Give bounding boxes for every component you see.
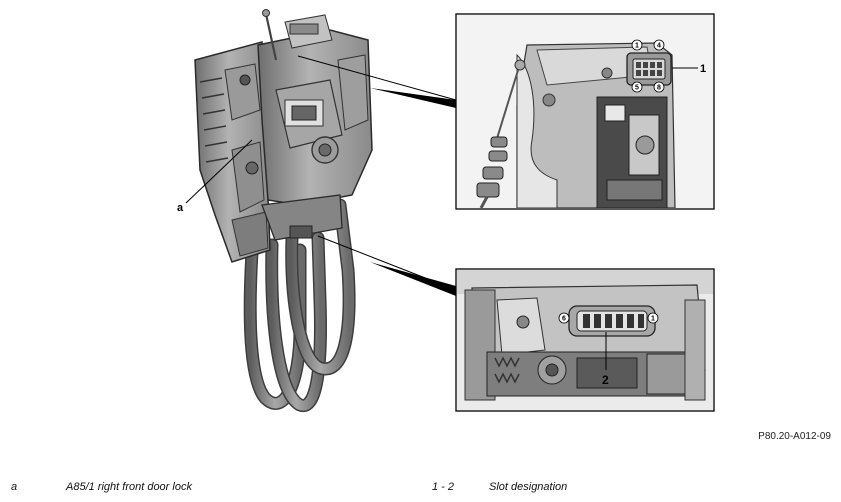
legend-key-a: a bbox=[11, 481, 18, 493]
callout-1-label: 1 bbox=[700, 63, 706, 75]
cable-loops bbox=[243, 198, 356, 412]
callout-a-label: a bbox=[177, 202, 184, 214]
pin-label-6: 6 bbox=[562, 316, 566, 323]
pin-labels-top: 1 4 5 8 bbox=[631, 39, 665, 93]
lock-housing-left bbox=[194, 41, 271, 263]
legend-key-slots: 1 - 2 bbox=[432, 481, 455, 493]
legend-text-a: A85/1 right front door lock bbox=[66, 481, 192, 493]
pin-label-4: 4 bbox=[657, 43, 661, 50]
pin-label-8: 8 bbox=[657, 85, 661, 92]
callout-a: a bbox=[177, 139, 253, 214]
legend-text-slots: Slot designation bbox=[489, 481, 568, 493]
detail-view-bottom: 6 1 2 bbox=[455, 268, 715, 412]
pin-label-1-bottom: 1 bbox=[651, 316, 655, 323]
zoom-leader-lines bbox=[297, 55, 457, 296]
callout-2-label: 2 bbox=[602, 373, 609, 387]
legend: a A85/1 right front door lock 1 - 2 Slot… bbox=[0, 481, 841, 495]
pin-label-5: 5 bbox=[635, 85, 639, 92]
lock-housing-main bbox=[257, 14, 373, 241]
pin-label-1: 1 bbox=[635, 43, 639, 50]
figure-code: P80.20-A012-09 bbox=[758, 431, 831, 442]
pin-labels-bottom: 6 1 bbox=[558, 312, 659, 324]
detail-view-top: 1 4 5 8 bbox=[455, 13, 715, 210]
pull-rod bbox=[262, 9, 278, 61]
door-lock-assembly: a bbox=[177, 9, 457, 412]
